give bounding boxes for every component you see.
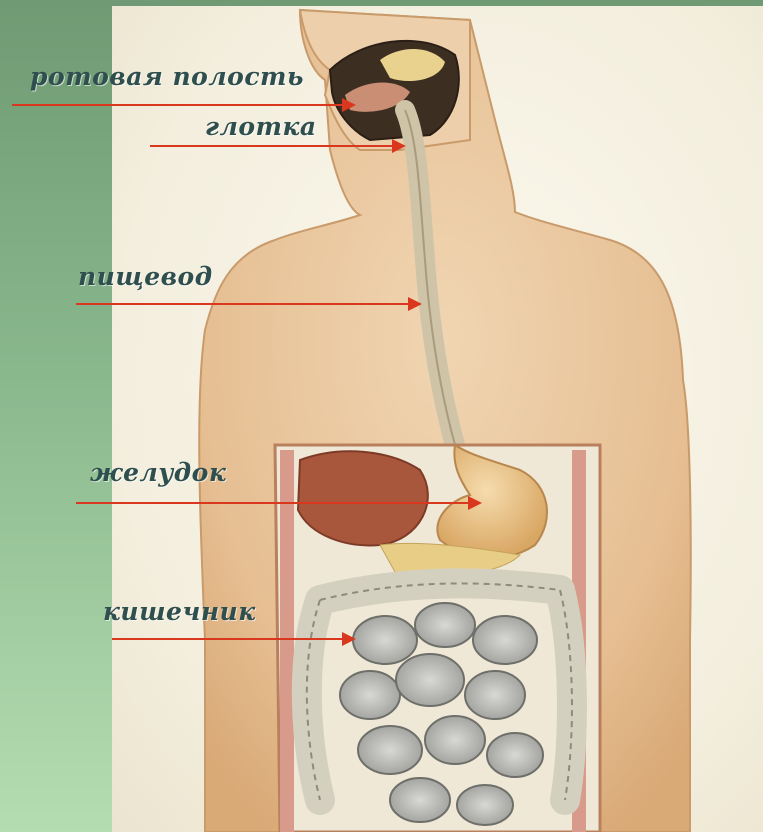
label-pharynx: глотка	[205, 112, 317, 141]
arrow-esophagus	[76, 303, 418, 305]
abdominal-wall-left	[280, 450, 294, 832]
arrow-pharynx	[150, 145, 402, 147]
label-esophagus: пищевод	[78, 262, 213, 291]
label-stomach: желудок	[90, 458, 226, 487]
arrow-mouth	[12, 104, 352, 106]
label-intestine: кишечник	[103, 597, 256, 626]
liver	[298, 451, 428, 545]
arrow-stomach	[76, 502, 478, 504]
label-mouth: ротовая полость	[30, 62, 304, 91]
arrow-intestine	[112, 638, 352, 640]
